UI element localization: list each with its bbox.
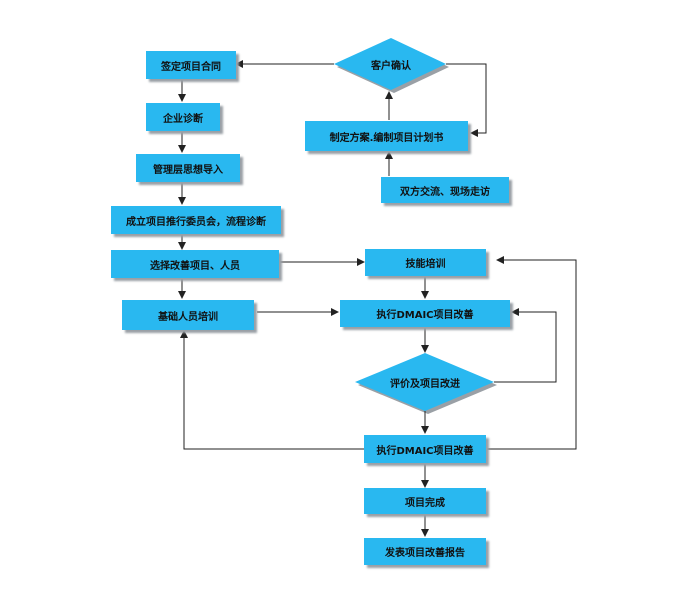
node-dmaic-1: 执行DMAIC项目改善 [340,300,510,327]
arrow-confirm-loop [446,63,487,137]
node-customer-confirm-label: 客户确认 [371,60,411,72]
node-sign-contract-label: 签定项目合同 [161,61,221,73]
node-committee: 成立项目推行委员会，流程诊断 [111,206,281,234]
node-sign-contract: 签定项目合同 [146,51,236,79]
node-basic-training: 基础人员培训 [122,300,254,330]
node-management-import-label: 管理层思想导入 [153,164,223,176]
arrow-dmaic2-skill [486,256,577,450]
arrow-evaluate-loop [494,308,557,383]
node-complete: 项目完成 [364,488,486,514]
node-committee-label: 成立项目推行委员会，流程诊断 [126,216,266,228]
node-dmaic-1-label: 执行DMAIC项目改善 [376,310,474,321]
node-select-projects: 选择改善项目、人员 [111,250,279,278]
node-management-import: 管理层思想导入 [136,154,240,182]
arrow-dmaic2-basic [180,330,364,450]
node-draft-plan: 制定方案.编制项目计划书 [305,121,468,151]
node-dmaic-2-label: 执行DMAIC项目改善 [376,445,474,457]
node-skill-training: 技能培训 [365,249,486,276]
node-evaluate: 评价及项目改进 [370,372,480,392]
node-complete-label: 项目完成 [405,497,445,509]
node-skill-training-label: 技能培训 [405,259,446,270]
node-select-projects-label: 选择改善项目、人员 [150,260,240,272]
node-enterprise-diagnosis-label: 企业诊断 [163,113,203,125]
node-report-label: 发表项目改善报告 [385,548,465,559]
node-communication-label: 双方交流、现场走访 [400,186,490,198]
node-customer-confirm: 客户确认 [344,54,438,74]
customer-confirm-diamond-shape [334,38,446,90]
node-communication: 双方交流、现场走访 [381,177,509,203]
node-dmaic-2: 执行DMAIC项目改善 [364,435,486,463]
node-draft-plan-label: 制定方案.编制项目计划书 [329,132,444,144]
node-enterprise-diagnosis: 企业诊断 [146,103,220,131]
node-basic-training-label: 基础人员培训 [158,311,218,323]
node-report: 发表项目改善报告 [364,538,486,565]
node-evaluate-label: 评价及项目改进 [390,378,460,390]
evaluate-diamond-shape [355,353,494,411]
